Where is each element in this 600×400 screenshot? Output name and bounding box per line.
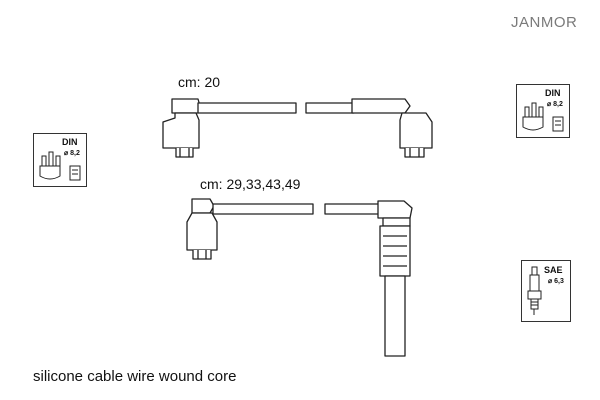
distributor-cap-icon bbox=[522, 102, 564, 132]
connector-badge-din-left: DIN ⌀ 8,2 bbox=[33, 133, 87, 187]
spark-plug-icon bbox=[527, 266, 542, 315]
connector-spec: ⌀ 6,3 bbox=[548, 278, 564, 285]
connector-badge-sae: SAE ⌀ 6,3 bbox=[521, 260, 571, 322]
connector-standard: DIN bbox=[62, 137, 78, 147]
cable-short bbox=[162, 98, 433, 158]
cable-length-label-long: cm: 29,33,43,49 bbox=[200, 176, 301, 192]
distributor-cap-icon bbox=[39, 151, 81, 181]
product-caption: silicone cable wire wound core bbox=[33, 368, 237, 385]
cable-length-label-short: cm: 20 bbox=[178, 74, 221, 90]
connector-badge-din-right: DIN ⌀ 8,2 bbox=[516, 84, 570, 138]
connector-spec: ⌀ 8,2 bbox=[547, 101, 563, 108]
cable-long bbox=[186, 198, 413, 357]
brand-name: JANMOR bbox=[511, 14, 578, 31]
connector-standard: DIN bbox=[545, 88, 561, 98]
connector-spec: ⌀ 8,2 bbox=[64, 150, 80, 157]
connector-standard: SAE bbox=[544, 265, 563, 275]
